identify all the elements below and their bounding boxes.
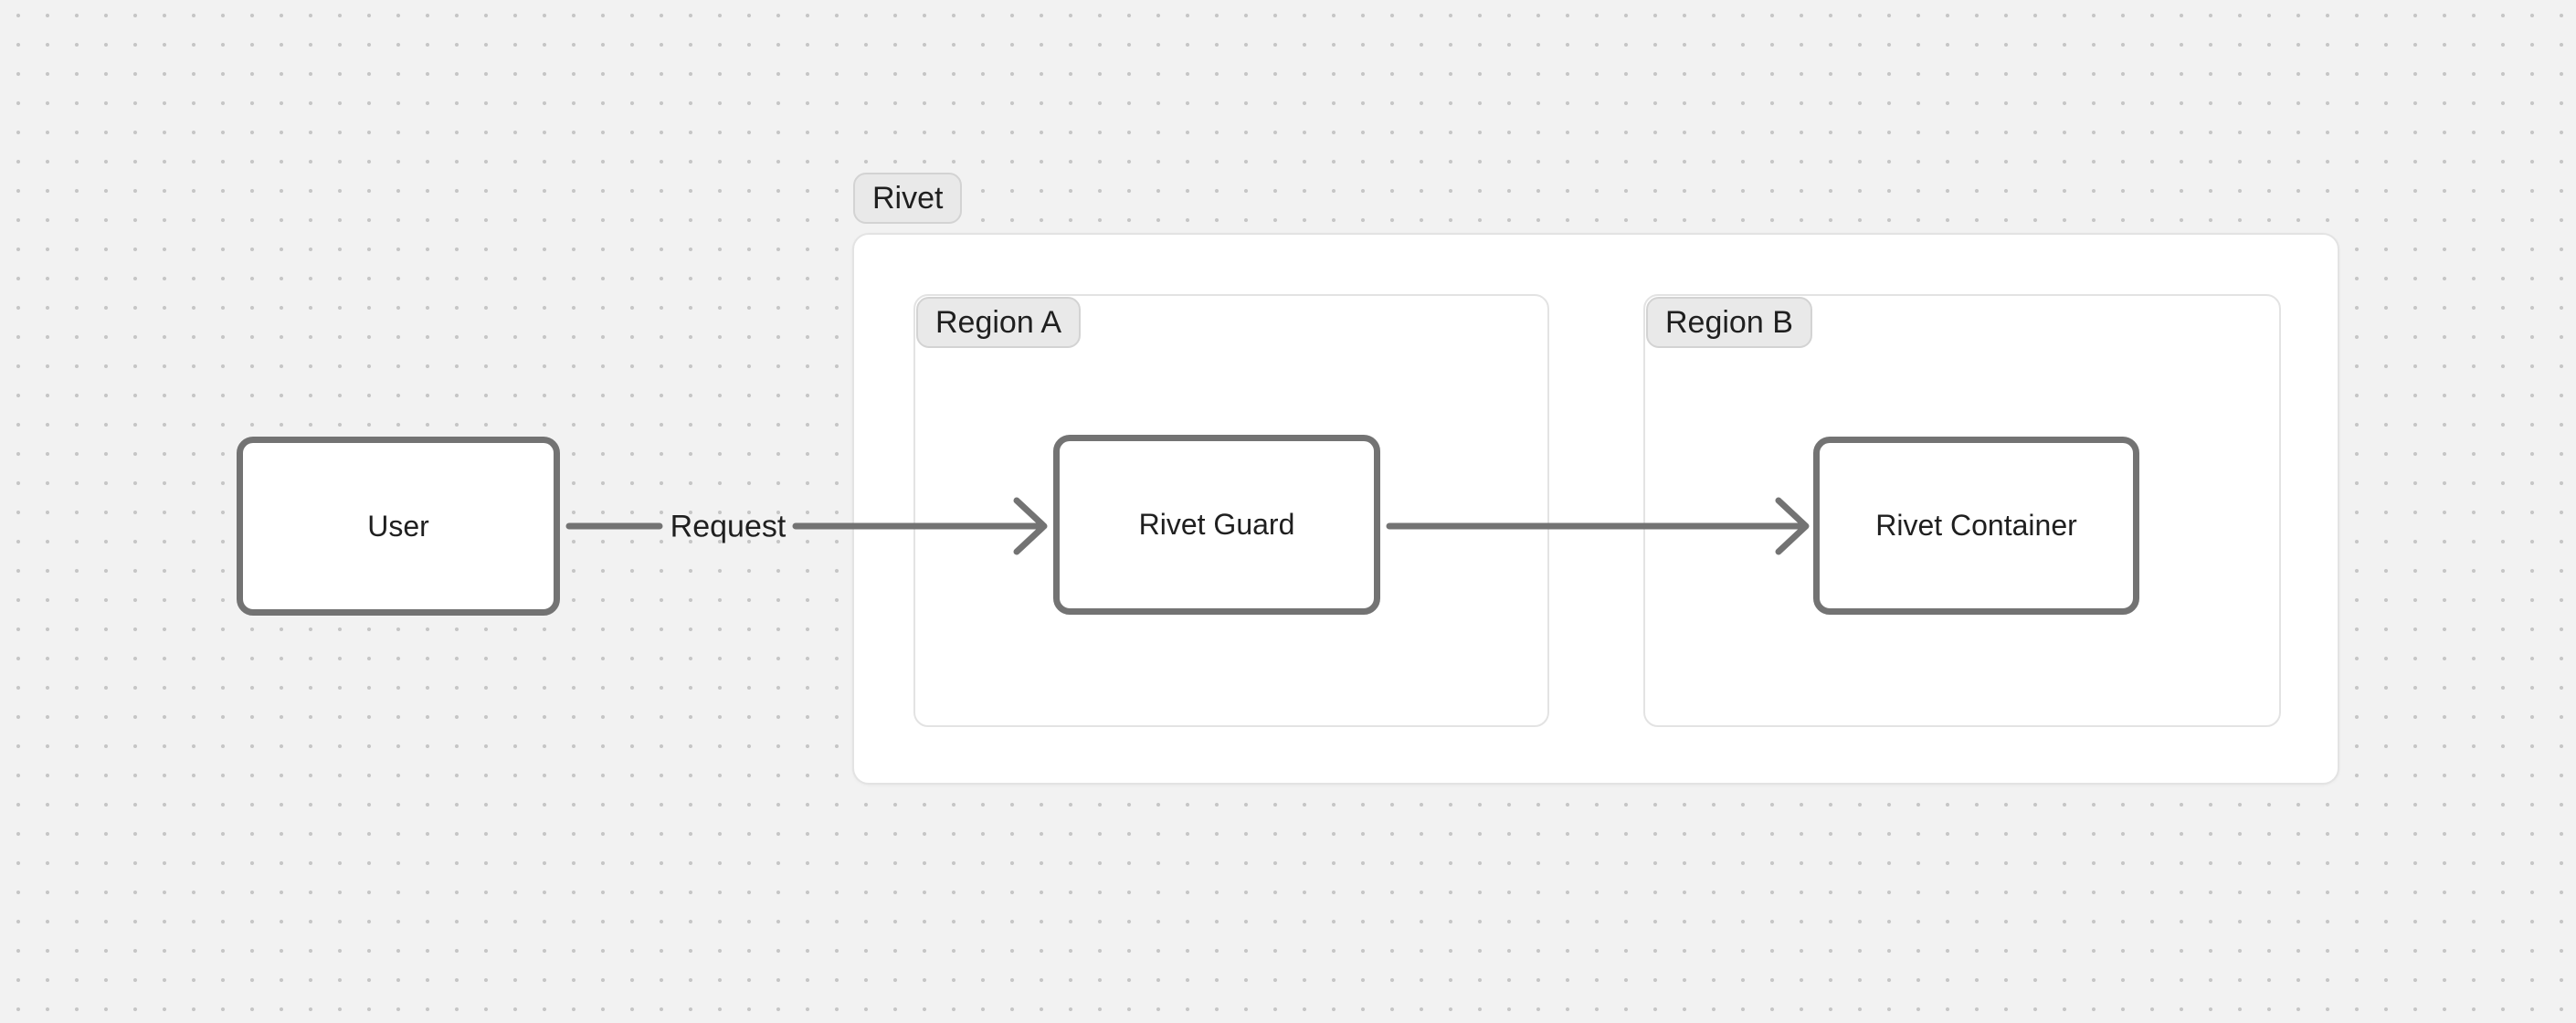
node-user-label: User bbox=[367, 509, 429, 543]
group-label-region-a: Region A bbox=[916, 297, 1081, 348]
node-rivet-guard: Rivet Guard bbox=[1053, 435, 1380, 615]
edge-guard-to-container-arrowhead-icon bbox=[1775, 497, 1810, 555]
node-rivet-guard-label: Rivet Guard bbox=[1138, 508, 1295, 541]
node-user: User bbox=[237, 437, 560, 616]
edge-user-to-guard-arrowhead-icon bbox=[1013, 497, 1048, 555]
node-rivet-container-label: Rivet Container bbox=[1875, 509, 2077, 542]
edge-label-request: Request bbox=[670, 509, 787, 544]
node-rivet-container: Rivet Container bbox=[1813, 437, 2139, 615]
group-label-region-b: Region B bbox=[1646, 297, 1812, 348]
group-label-rivet: Rivet bbox=[853, 173, 963, 224]
